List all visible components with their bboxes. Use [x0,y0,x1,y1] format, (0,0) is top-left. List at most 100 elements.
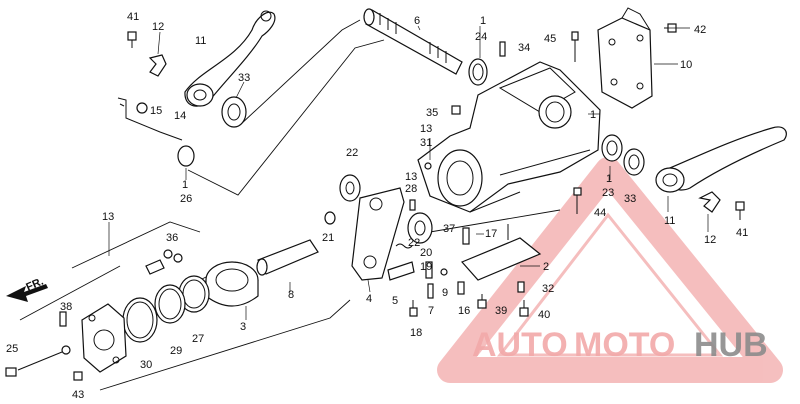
callout-23: 23 [602,187,614,199]
watermark-brand-hub: HUB [694,326,768,364]
valve-36 [145,249,183,275]
bolt-16 [457,281,465,295]
link-4 [351,187,405,281]
front-arrow-icon [6,284,48,302]
callout-40: 40 [538,309,550,321]
spring-20 [395,243,413,249]
bolt-28 [409,199,416,211]
callout-16: 16 [458,305,470,317]
pin-5 [387,261,415,281]
callout-21: 21 [322,232,334,244]
callout-22-lower: 22 [408,237,420,249]
watermark-brand-auto: AUTO [472,326,568,364]
clip-7 [427,283,434,299]
bolt-39 [477,294,487,309]
bolt-40 [519,300,529,317]
bolt-44 [573,187,582,214]
clip-12-right [698,191,721,213]
clip-19 [425,261,433,279]
callout-1-seal: 1 [606,173,612,185]
washer-21 [324,211,336,225]
callout-36: 36 [166,232,178,244]
housing-1 [417,61,601,213]
arm-11-right [655,126,787,193]
clip-12-left [148,54,167,77]
callout-35: 35 [426,107,438,119]
nut-35 [451,105,461,115]
cylinder-3 [205,261,259,307]
callout-33-right: 33 [624,193,636,205]
washer-33-right [623,148,645,176]
callout-11-left: 11 [195,35,206,47]
callout-32: 32 [542,283,554,295]
callout-11-right: 11 [664,215,675,227]
callout-26: 26 [180,193,192,205]
pump-body [81,303,127,373]
callout-41-left: 41 [127,11,139,23]
callout-9: 9 [442,287,448,299]
bolt-25 [5,351,63,377]
washer-22-upper [339,174,361,202]
callout-41-right: 41 [736,227,748,239]
ring-27 [178,275,210,313]
callout-39: 39 [495,305,507,317]
callout-19: 19 [420,261,432,273]
callout-15: 15 [150,105,162,117]
callout-13-lower: 13 [102,211,114,223]
ring-30 [122,297,158,343]
callout-20: 20 [420,247,432,259]
plate-10 [597,7,653,109]
washer-31 [424,162,432,170]
callout-38: 38 [60,301,72,313]
callout-3: 3 [240,321,246,333]
seal-23-right [601,134,623,162]
assembly-lines [19,19,561,391]
callout-8: 8 [288,289,294,301]
watermark-brand-moto: MOTO [574,326,675,364]
callout-12-left: 12 [152,21,164,33]
rod-8 [256,239,319,276]
callout-14: 14 [174,110,186,122]
callout-17: 17 [485,228,497,240]
callout-18: 18 [410,327,422,339]
callout-44: 44 [594,207,606,219]
callout-29: 29 [170,345,182,357]
callout-4: 4 [366,293,372,305]
callout-34: 34 [518,42,530,54]
lever-14 [117,97,195,167]
washer-22-lower [407,212,433,244]
callout-25: 25 [6,343,18,355]
washer-33-left [221,96,247,128]
bolt-37 [462,227,470,245]
callout-1-housing: 1 [590,109,596,121]
callout-1-lever: 1 [182,179,188,191]
callout-43: 43 [72,389,84,401]
callouts: 41 12 11 33 6 1 24 34 45 42 10 15 14 35 … [6,11,748,401]
callout-33-left: 33 [238,72,250,84]
cover-2 [460,224,542,281]
callout-42: 42 [694,24,706,36]
watermark-logo [437,157,783,383]
ring-29 [154,284,186,324]
callout-27: 27 [192,333,204,345]
washer-pump [61,345,71,355]
callout-2: 2 [543,261,549,273]
callout-22-upper: 22 [346,147,358,159]
callout-10: 10 [680,59,692,71]
callout-13-upper: 13 [420,123,432,135]
callout-37: 37 [443,223,455,235]
callout-6: 6 [414,15,420,27]
bolt-41-right [735,201,745,220]
bolt-45 [571,31,579,62]
bolt-18 [409,300,418,317]
arm-11-left [184,10,276,107]
callout-1-top: 1 [480,15,486,27]
callout-31: 31 [420,137,432,149]
stud-34 [499,41,506,57]
callout-24: 24 [475,31,487,43]
callout-5: 5 [392,295,398,307]
bolt-41-left [127,31,137,48]
callout-30: 30 [140,359,152,371]
washer-9 [440,268,448,276]
